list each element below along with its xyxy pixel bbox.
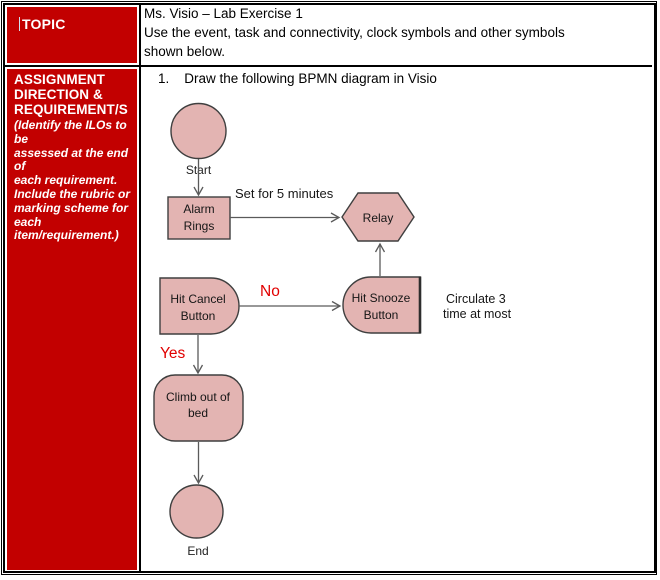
no-branch-label: No: [260, 283, 280, 300]
topic-content-cell[interactable]: Ms. Visio – Lab Exercise 1 Use the event…: [144, 4, 649, 61]
topic-label: TOPIC: [22, 16, 66, 32]
assignment-note-line: each requirement.: [14, 173, 118, 188]
hit-snooze-task[interactable]: [342, 276, 421, 334]
assignment-header-cell[interactable]: ASSIGNMENT DIRECTION & REQUIREMENT/S (Id…: [7, 69, 137, 570]
alarm-rings-task[interactable]: [167, 196, 231, 240]
assignment-note-line: assessed at the end of: [14, 145, 129, 174]
assignment-title-line: DIRECTION &: [14, 87, 103, 102]
exercise-description-line: shown below.: [144, 44, 226, 59]
assignment-note: (Identify the ILOs to be assessed at the…: [14, 118, 135, 243]
hit-cancel-task[interactable]: [159, 277, 240, 335]
circulate-note-line2: time at most: [443, 307, 512, 321]
task-number: 1.: [158, 71, 170, 86]
circulate-note-line1: Circulate 3: [446, 292, 506, 306]
assignment-note-line: Include the rubric or: [14, 186, 131, 201]
assignment-note-line: (Identify the ILOs to be: [14, 118, 127, 146]
table-column-divider: [139, 5, 141, 571]
assignment-title-line: ASSIGNMENT: [14, 72, 106, 87]
task-instruction[interactable]: 1. Draw the following BPMN diagram in Vis…: [158, 71, 437, 86]
relay-label: Relay: [363, 211, 394, 225]
exercise-description-line: Use the event, task and connectivity, cl…: [144, 25, 565, 40]
alarm-rings-label-line1: Alarm: [183, 202, 214, 216]
end-label: End: [187, 544, 208, 558]
bpmn-diagram: Start Alarm Rings Set for 5 minutes Rela…: [153, 102, 512, 558]
start-event-circle[interactable]: [170, 102, 227, 160]
climb-label-line1: Climb out of: [166, 390, 231, 404]
climb-out-of-bed-task[interactable]: [153, 374, 244, 442]
task-text: Draw the following BPMN diagram in Visio: [184, 71, 437, 86]
text-cursor: [19, 17, 20, 31]
assignment-note-line: each item/requirement.): [14, 214, 119, 243]
end-event-circle[interactable]: [169, 484, 224, 539]
hit-snooze-label-line1: Hit Snooze: [352, 291, 411, 305]
relay-hexagon[interactable]: [341, 192, 415, 242]
table-row-divider: [5, 65, 652, 67]
table-inner-border: [3, 3, 656, 573]
assignment-title: ASSIGNMENT DIRECTION & REQUIREMENT/S: [14, 72, 135, 117]
yes-branch-label: Yes: [160, 345, 186, 362]
alarm-rings-label-line2: Rings: [184, 219, 215, 233]
assignment-title-line: REQUIREMENT/S: [14, 102, 128, 117]
assignment-note-line: marking scheme for: [14, 200, 129, 215]
hit-snooze-label-line2: Button: [364, 308, 399, 322]
climb-label-line2: bed: [188, 406, 208, 420]
topic-header-cell[interactable]: TOPIC: [7, 7, 137, 63]
set-timer-annotation: Set for 5 minutes: [235, 186, 334, 201]
hit-cancel-label-line1: Hit Cancel: [170, 292, 225, 306]
hit-cancel-label-line2: Button: [181, 309, 216, 323]
exercise-title: Ms. Visio – Lab Exercise 1: [144, 6, 303, 21]
